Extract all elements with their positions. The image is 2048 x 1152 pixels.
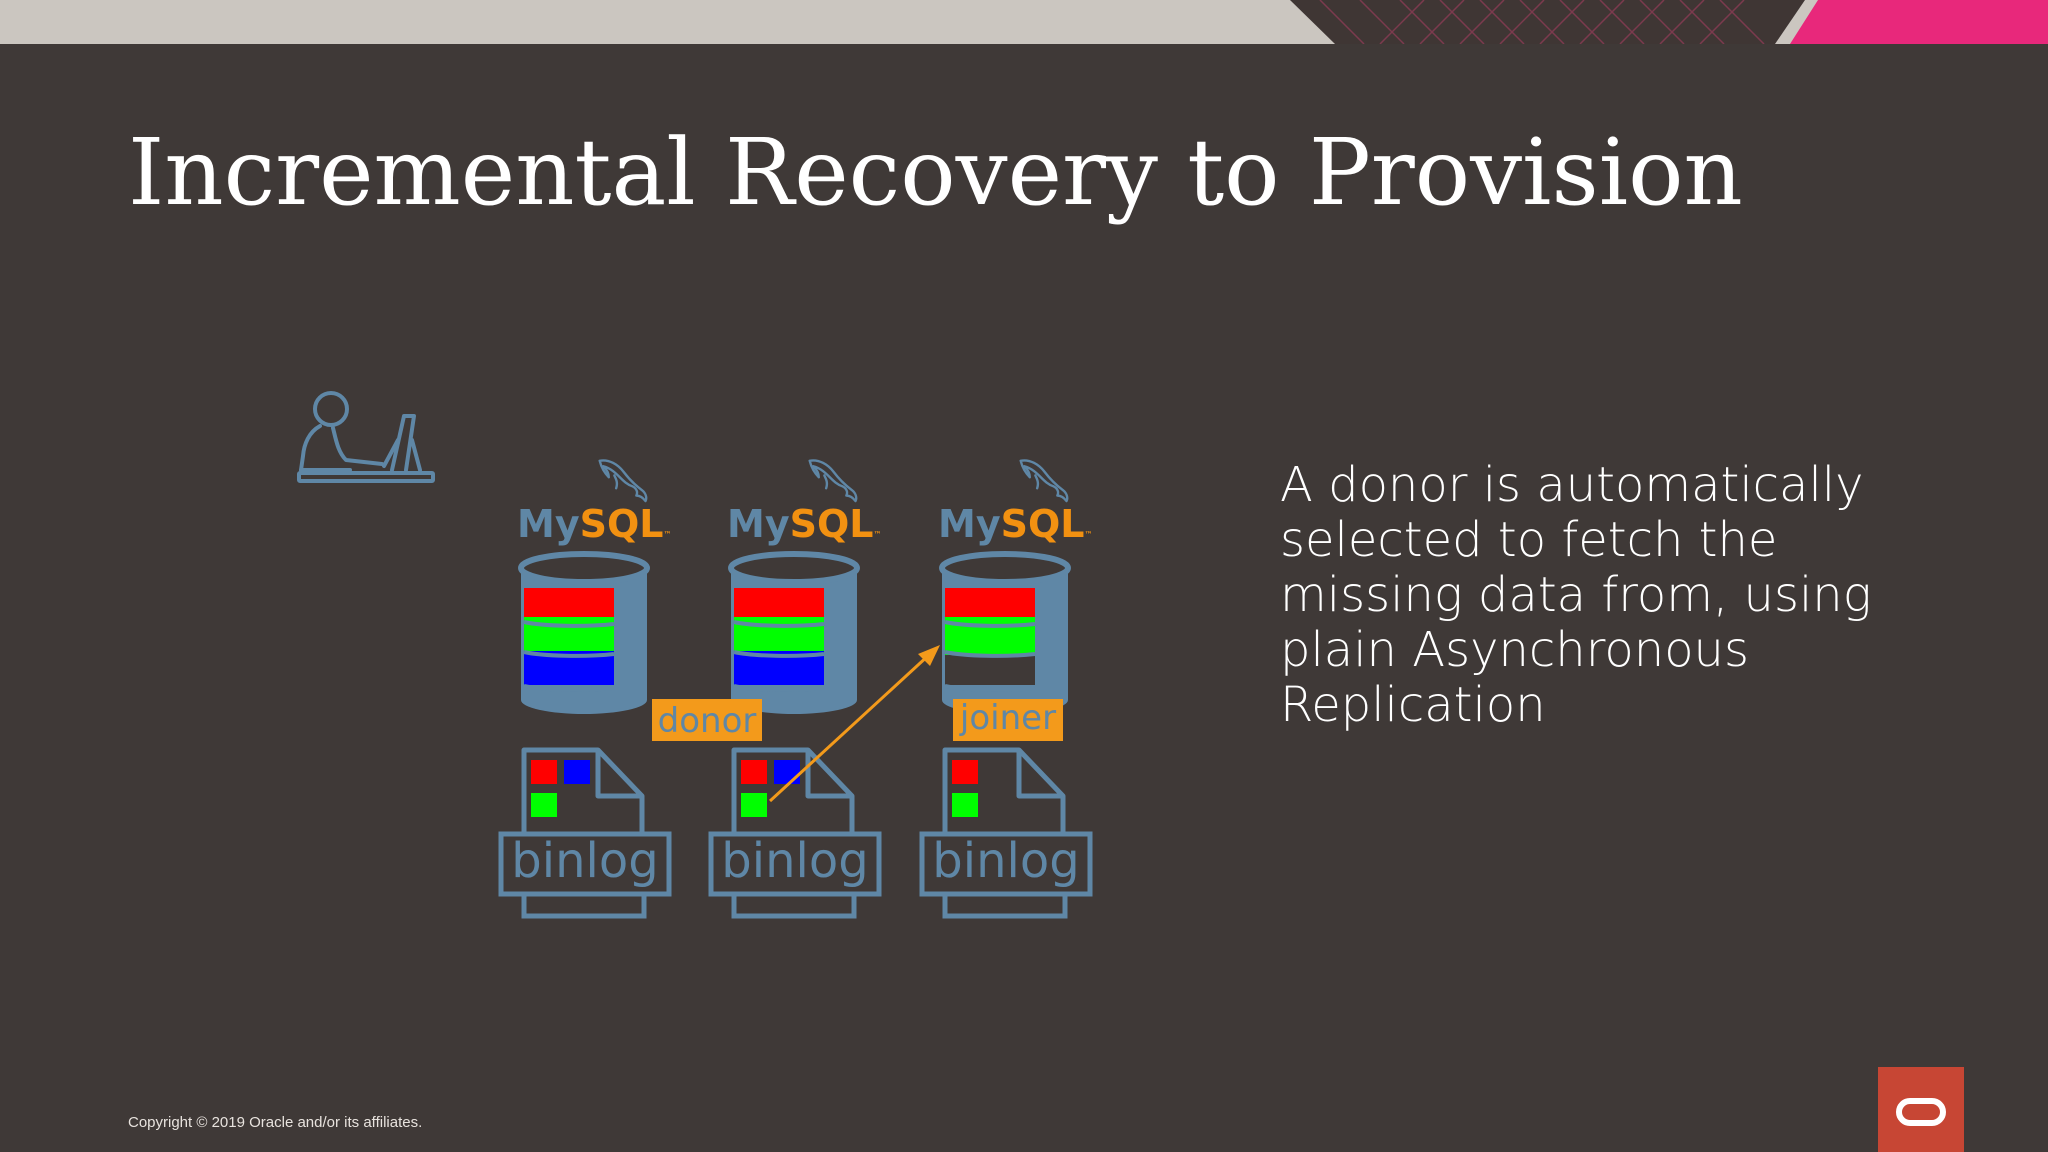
oracle-logo-icon (1878, 1067, 1964, 1152)
slide-title: Incremental Recovery to Provision (128, 119, 1743, 226)
database-cylinder (518, 551, 650, 714)
mysql-dolphin-icon (1019, 459, 1069, 503)
copyright-notice: Copyright © 2019 Oracle and/or its affil… (128, 1114, 423, 1131)
mysql-logo-text: MySQL™ (727, 502, 881, 546)
mysql-server-1: MySQL™ binlog (498, 459, 672, 919)
binlog-file-icon: binlog (919, 747, 1093, 919)
binlog-label: binlog (932, 833, 1079, 889)
event-red (741, 760, 767, 784)
description-line: A donor is automatically (1280, 457, 1864, 513)
pink-accent (1790, 0, 2048, 44)
binlog-file-icon: binlog (708, 747, 882, 919)
mysql-dolphin-icon (598, 459, 648, 503)
event-green (952, 793, 978, 817)
donor-tag: donor (652, 699, 762, 741)
mysql-server-3: MySQL™ binlog (919, 459, 1093, 919)
mysql-server-2: MySQL™ binlog (708, 459, 882, 919)
event-blue (564, 760, 590, 784)
event-red (952, 760, 978, 784)
top-band (0, 0, 2048, 44)
event-green (741, 793, 767, 817)
description-line: plain Asynchronous (1280, 622, 1749, 678)
binlog-label: binlog (721, 833, 868, 889)
donor-label: donor (658, 701, 757, 741)
event-red (531, 760, 557, 784)
event-green (531, 793, 557, 817)
binlog-file-icon: binlog (498, 747, 672, 919)
top-band-pattern (1290, 0, 2048, 44)
data-block-empty (945, 655, 1035, 685)
description-line: Replication (1280, 677, 1546, 733)
description-line: selected to fetch the (1280, 512, 1778, 568)
joiner-label: joiner (959, 698, 1056, 738)
mysql-logo-text: MySQL™ (517, 502, 671, 546)
person-at-computer-icon (297, 391, 435, 483)
binlog-label: binlog (511, 833, 658, 889)
event-blue (774, 760, 800, 784)
slide-description: A donor is automatically selected to fet… (1280, 458, 1900, 733)
mysql-logo-text: MySQL™ (938, 502, 1092, 546)
replication-arrow (768, 645, 940, 803)
database-cylinder (728, 551, 860, 714)
description-line: missing data from, using (1280, 567, 1872, 623)
database-cylinder (939, 551, 1071, 714)
joiner-tag: joiner (953, 698, 1063, 741)
mysql-dolphin-icon (808, 459, 858, 503)
